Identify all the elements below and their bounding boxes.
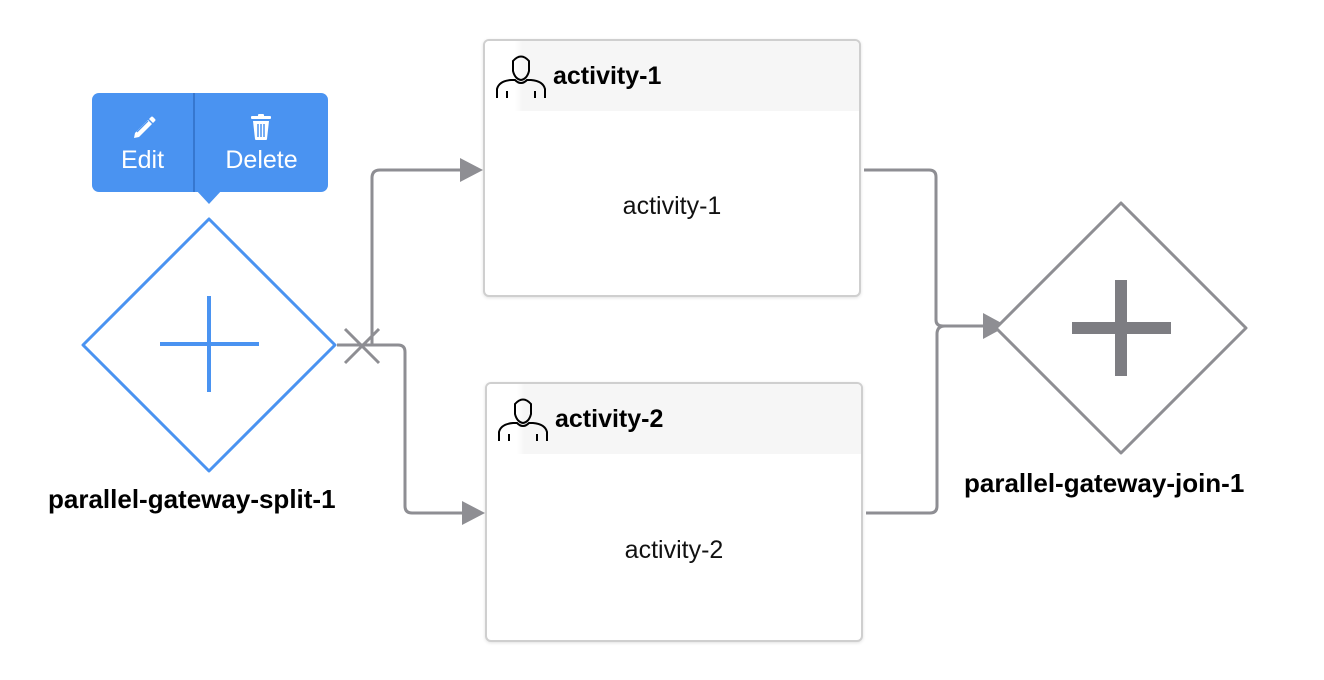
activity-title: activity-1 [553,62,662,90]
plus-icon [160,296,259,392]
connector-activity-1-to-join[interactable] [864,168,985,328]
node-context-toolbar: Edit Delete [92,93,328,204]
gateway-label-split: parallel-gateway-split-1 [48,484,336,514]
activity-body-label: activity-1 [622,192,722,220]
trash-icon [251,114,271,140]
plus-icon [1072,280,1171,376]
user-icon [496,55,546,98]
toolbar-background [92,93,328,192]
activity-card[interactable]: activity-1 activity-1 [483,39,861,297]
delete-button-label: Delete [225,146,298,174]
activity-card[interactable]: activity-2 activity-2 [485,382,863,642]
arrowhead-icon [460,158,483,182]
edit-button[interactable]: Edit [92,93,193,192]
connector-split-to-activity-1[interactable] [362,158,483,347]
parallel-gateway-split[interactable] [81,217,337,473]
delete-button[interactable]: Delete [195,93,328,192]
activity-header: activity-1 [485,41,859,111]
gateway-label-join: parallel-gateway-join-1 [964,468,1245,498]
toolbar-divider [193,93,195,192]
connector-activity-2-to-join[interactable] [866,313,1007,515]
pencil-icon [134,116,156,138]
activity-title: activity-2 [555,405,664,433]
connector-split-to-activity-2[interactable] [337,343,485,525]
user-icon [498,398,548,441]
close-icon[interactable] [343,327,381,365]
arrowhead-icon [462,501,485,525]
parallel-gateway-join[interactable] [994,201,1248,455]
activity-body-label: activity-2 [624,536,724,564]
activity-header: activity-2 [487,384,861,454]
toolbar-pointer [196,190,222,204]
edit-button-label: Edit [120,146,165,174]
arrowhead-icon [983,313,1007,339]
